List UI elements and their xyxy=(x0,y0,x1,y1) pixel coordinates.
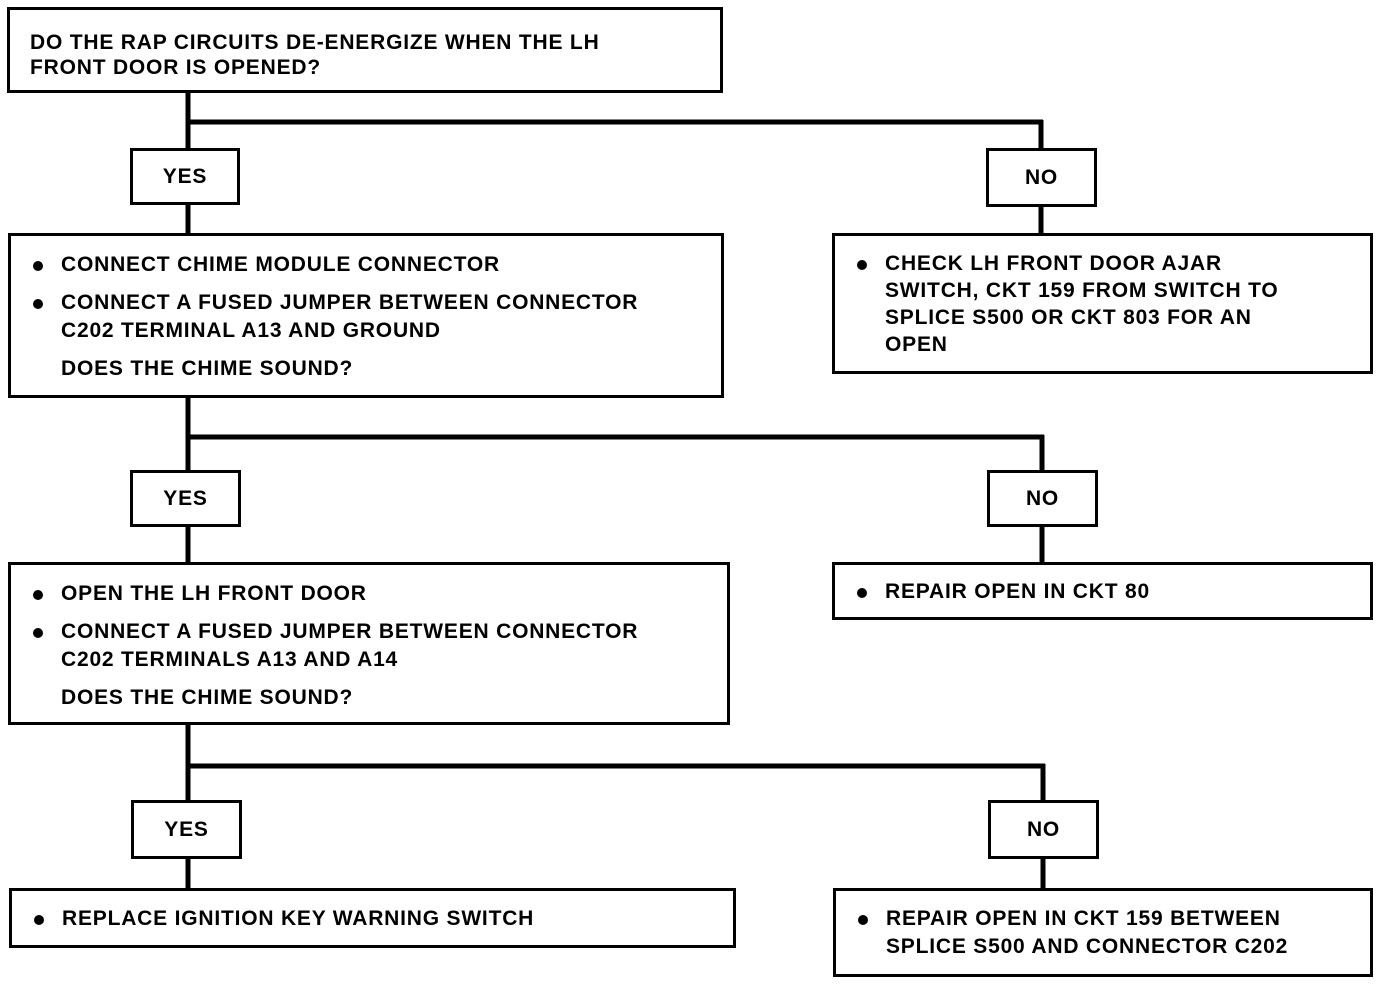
step-3-no-line-2: SPLICE S500 AND CONNECTOR C202 xyxy=(886,935,1289,958)
step-2-question: DOES THE CHIME SOUND? xyxy=(61,686,354,709)
yes-label-1: YES xyxy=(130,148,240,205)
step-2-bullet-1: OPEN THE LH FRONT DOOR xyxy=(11,580,727,608)
bullet-icon xyxy=(33,299,43,309)
step-2-bullet-2-line-1: CONNECT A FUSED JUMPER BETWEEN CONNECTOR xyxy=(61,620,639,643)
step-1-bullet-2-line-2: C202 TERMINAL A13 AND GROUND xyxy=(61,319,441,342)
yes-label-3: YES xyxy=(131,800,242,859)
bullet-icon xyxy=(33,261,43,271)
no-label-3-text: NO xyxy=(1026,817,1061,841)
no-label-1-text: NO xyxy=(1024,165,1059,189)
step-3-yes-bullet: REPLACE IGNITION KEY WARNING SWITCH xyxy=(12,905,733,933)
yes-label-1-text: YES xyxy=(162,164,208,188)
step-2-bullet-1-text: OPEN THE LH FRONT DOOR xyxy=(61,582,367,605)
step-1-bullet-2-line-1: CONNECT A FUSED JUMPER BETWEEN CONNECTOR xyxy=(61,291,639,314)
question-1-box: DO THE RAP CIRCUITS DE-ENERGIZE WHEN THE… xyxy=(7,7,723,93)
bullet-icon xyxy=(33,628,43,638)
step-3-yes-box: REPLACE IGNITION KEY WARNING SWITCH xyxy=(9,888,736,948)
bullet-icon xyxy=(857,260,867,270)
step-3-no-line-1: REPAIR OPEN IN CKT 159 BETWEEN xyxy=(886,907,1281,930)
step-2-bullet-2-line-2: C202 TERMINALS A13 AND A14 xyxy=(61,648,399,671)
yes-label-2-text: YES xyxy=(163,486,208,510)
bullet-icon xyxy=(858,915,868,925)
step-1-bullet-1-text: CONNECT CHIME MODULE CONNECTOR xyxy=(61,253,500,276)
step-1-bullet-2: CONNECT A FUSED JUMPER BETWEEN CONNECTOR… xyxy=(11,289,721,345)
step-2-bullet-2: CONNECT A FUSED JUMPER BETWEEN CONNECTOR… xyxy=(11,618,727,674)
step-2-yes-box: OPEN THE LH FRONT DOOR CONNECT A FUSED J… xyxy=(8,562,730,725)
bullet-icon xyxy=(857,588,867,598)
step-1-no-line-4: OPEN xyxy=(885,333,948,356)
step-3-yes-line-1: REPLACE IGNITION KEY WARNING SWITCH xyxy=(62,907,535,930)
step-1-bullet-1: CONNECT CHIME MODULE CONNECTOR xyxy=(11,251,721,279)
bullet-icon xyxy=(34,915,44,925)
step-3-no-box: REPAIR OPEN IN CKT 159 BETWEEN SPLICE S5… xyxy=(833,888,1373,977)
bullet-icon xyxy=(33,590,43,600)
yes-label-2: YES xyxy=(130,470,241,527)
step-2-no-box: REPAIR OPEN IN CKT 80 xyxy=(832,562,1373,620)
step-1-no-line-2: SWITCH, CKT 159 FROM SWITCH TO xyxy=(885,279,1279,302)
question-1-line-2: FRONT DOOR IS OPENED? xyxy=(30,56,321,79)
step-1-no-line-3: SPLICE S500 OR CKT 803 FOR AN xyxy=(885,306,1252,329)
no-label-1: NO xyxy=(986,148,1097,207)
no-label-2: NO xyxy=(987,470,1098,527)
step-3-no-bullet: REPAIR OPEN IN CKT 159 BETWEEN SPLICE S5… xyxy=(836,905,1370,961)
no-label-3: NO xyxy=(988,800,1099,859)
step-1-no-line-1: CHECK LH FRONT DOOR AJAR xyxy=(885,252,1222,275)
step-1-yes-box: CONNECT CHIME MODULE CONNECTOR CONNECT A… xyxy=(8,233,724,398)
step-2-no-line-1: REPAIR OPEN IN CKT 80 xyxy=(885,580,1150,603)
question-1-line-1: DO THE RAP CIRCUITS DE-ENERGIZE WHEN THE… xyxy=(30,31,600,54)
step-1-no-box: CHECK LH FRONT DOOR AJAR SWITCH, CKT 159… xyxy=(832,233,1373,374)
step-2-no-bullet: REPAIR OPEN IN CKT 80 xyxy=(835,578,1370,606)
step-1-question: DOES THE CHIME SOUND? xyxy=(61,357,354,380)
step-1-no-bullet: CHECK LH FRONT DOOR AJAR SWITCH, CKT 159… xyxy=(835,250,1370,358)
no-label-2-text: NO xyxy=(1025,486,1060,510)
yes-label-3-text: YES xyxy=(164,817,209,841)
